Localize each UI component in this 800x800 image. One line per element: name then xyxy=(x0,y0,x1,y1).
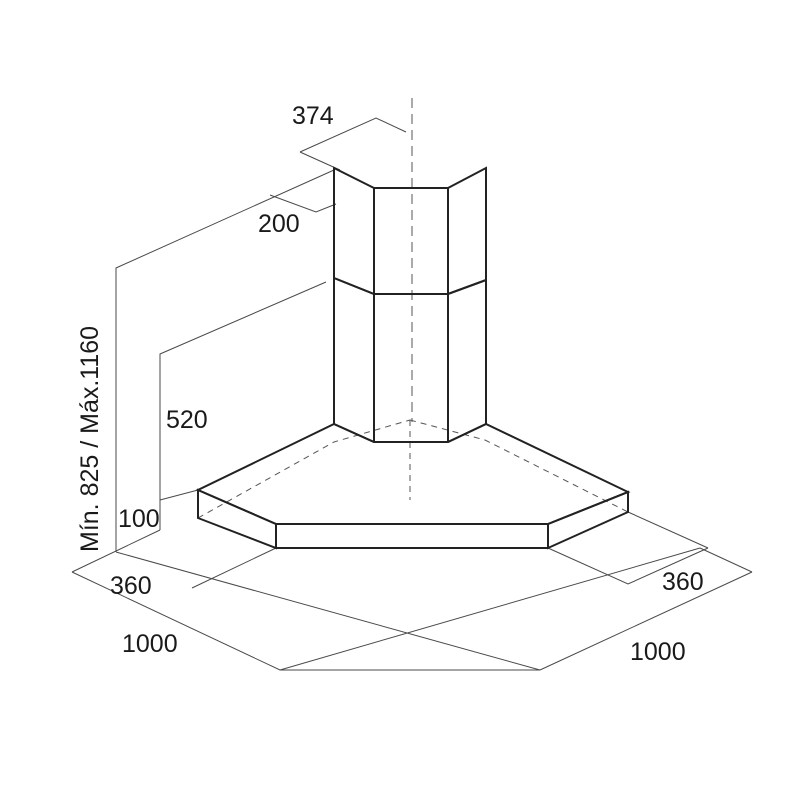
dimension-lines xyxy=(71,117,753,671)
lower-chimney-height-line xyxy=(159,281,327,530)
canopy-height-tick xyxy=(159,489,199,501)
hood-body xyxy=(195,166,631,550)
canopy-front-center xyxy=(275,523,549,549)
total-height-line xyxy=(115,169,335,552)
label-left-depth: 360 xyxy=(110,572,152,600)
label-right-width: 1000 xyxy=(630,638,686,666)
floor-diagonal-right xyxy=(115,551,541,671)
canopy-top xyxy=(195,422,631,525)
chimney-depth-line xyxy=(269,194,337,213)
label-total-height: Mín. 825 / Máx.1160 xyxy=(76,326,104,552)
label-right-depth: 360 xyxy=(662,568,704,596)
label-chimney-width: 374 xyxy=(292,102,334,130)
floor-line-right-1000 xyxy=(539,571,753,671)
right-depth-line xyxy=(547,547,709,585)
right-canopy-edge xyxy=(627,511,709,549)
label-canopy-height: 100 xyxy=(118,505,160,533)
label-left-width: 1000 xyxy=(122,630,178,658)
left-depth-line xyxy=(191,547,277,589)
canopy-hidden-left xyxy=(197,419,411,519)
floor-line-right-extent xyxy=(699,547,753,573)
dimension-labels: 374 200 Mín. 825 / Máx.1160 520 100 360 … xyxy=(76,102,704,666)
hidden-edges xyxy=(197,419,629,519)
canopy-hidden-right xyxy=(409,419,629,513)
chimney-upper xyxy=(333,166,487,295)
canopy-front-right xyxy=(547,490,629,550)
chimney-width-line xyxy=(299,117,407,153)
canopy-front-left xyxy=(197,488,277,550)
label-chimney-depth: 200 xyxy=(258,210,300,238)
floor-line-left-1000 xyxy=(279,547,701,671)
label-chimney-lower-height: 520 xyxy=(166,406,208,434)
chimney-lower xyxy=(333,276,487,443)
